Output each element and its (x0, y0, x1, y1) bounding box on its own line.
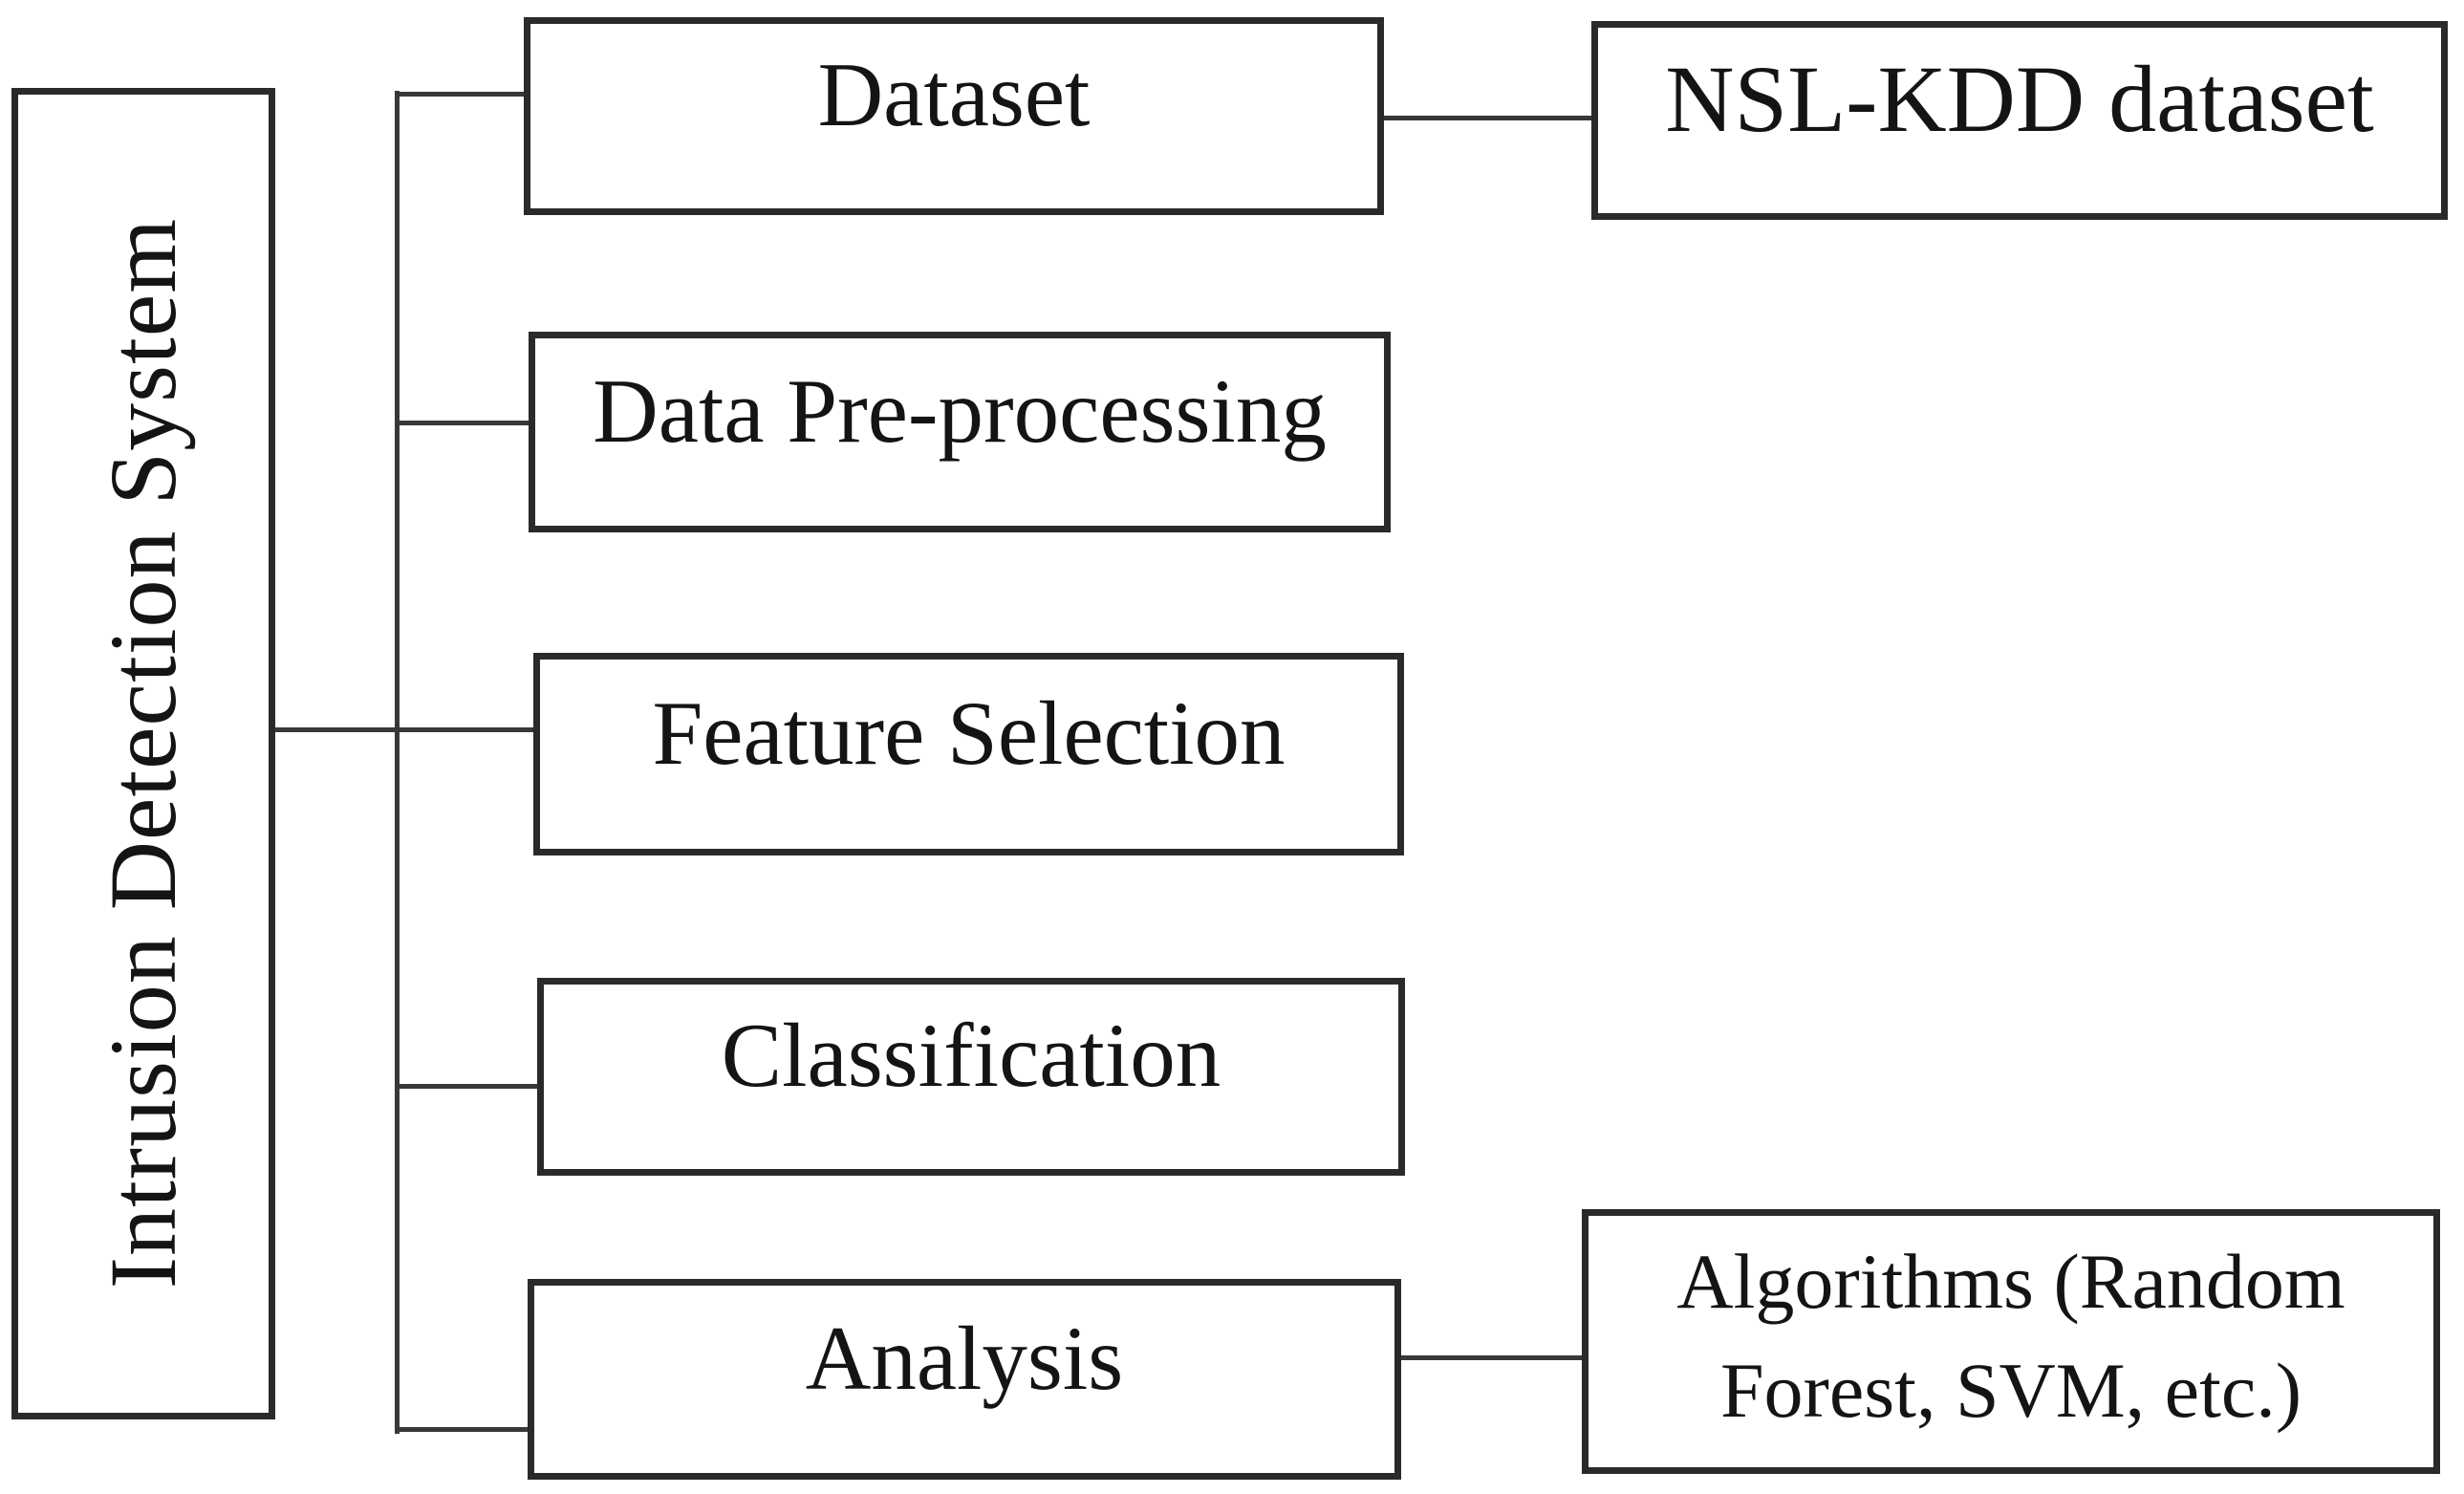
connector-analysis-to-algorithms (1401, 1355, 1582, 1360)
connector-spine-to-dataset (395, 92, 526, 97)
stage-label-analysis: Analysis (805, 1307, 1124, 1409)
detail-box-nsl-kdd-dataset: NSL-KDD dataset (1591, 21, 2448, 220)
connector-dataset-to-nsl-kdd (1384, 116, 1591, 120)
root-box-intrusion-detection-system: Intrusion Detection System (11, 88, 275, 1419)
stage-box-data-pre-processing: Data Pre-processing (529, 332, 1391, 532)
stage-box-feature-selection: Feature Selection (533, 653, 1404, 855)
stage-label-classification: Classification (721, 1005, 1221, 1107)
connector-spine (395, 91, 400, 1434)
detail-label-algorithms: Algorithms (Random Forest, SVM, etc.) (1676, 1238, 2345, 1434)
stage-label-data-pre-processing: Data Pre-processing (593, 359, 1327, 462)
connector-root-to-feature-selection (275, 727, 535, 732)
stage-label-feature-selection: Feature Selection (652, 682, 1286, 784)
connector-spine-to-classification (395, 1084, 539, 1089)
stage-box-classification: Classification (537, 978, 1405, 1176)
connector-spine-to-analysis (395, 1427, 530, 1432)
detail-label-nsl-kdd-dataset: NSL-KDD dataset (1665, 46, 2374, 152)
stage-label-dataset: Dataset (817, 44, 1091, 146)
stage-box-dataset: Dataset (524, 17, 1384, 215)
root-label: Intrusion Detection System (90, 218, 196, 1289)
connector-spine-to-data-pre-processing (395, 421, 530, 425)
stage-box-analysis: Analysis (528, 1279, 1401, 1480)
detail-box-algorithms: Algorithms (Random Forest, SVM, etc.) (1582, 1209, 2440, 1474)
